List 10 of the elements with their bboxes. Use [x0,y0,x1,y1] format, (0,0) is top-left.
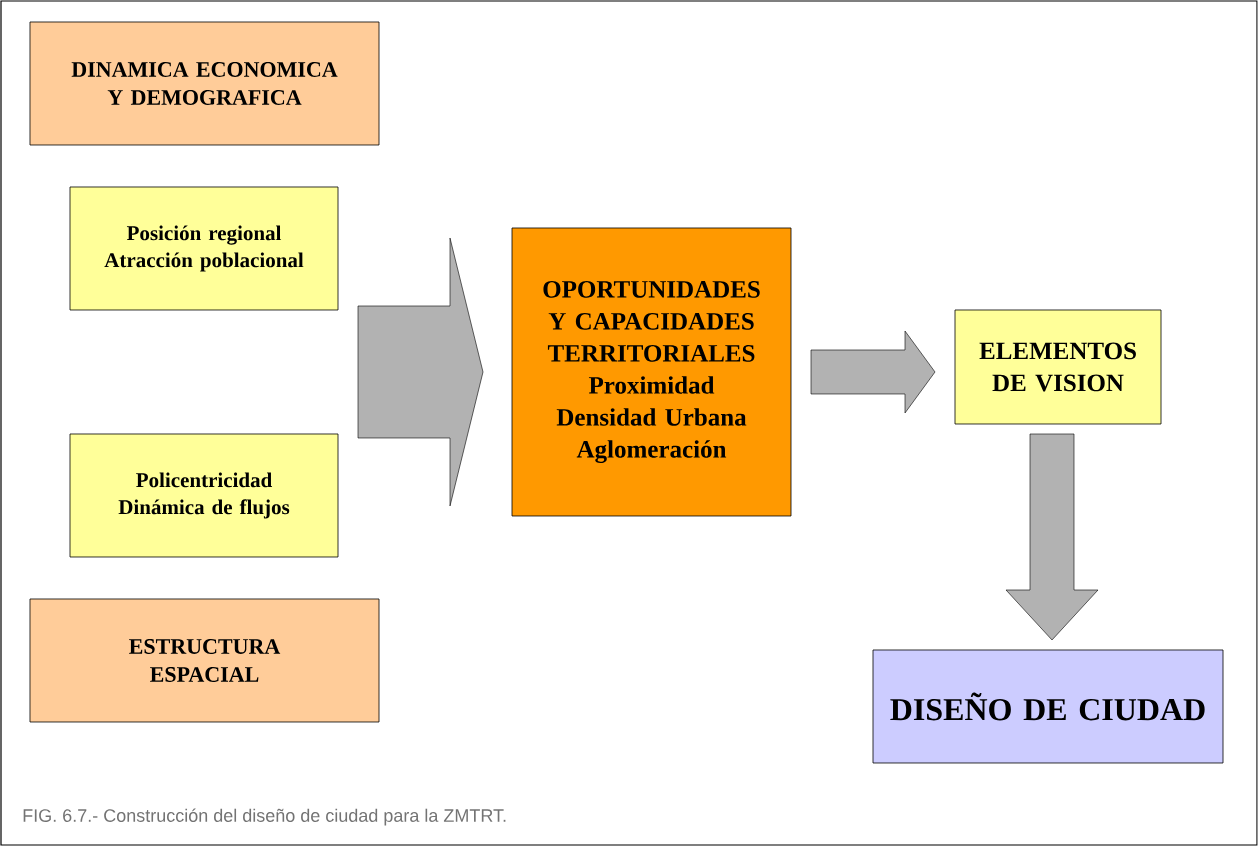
box: ESTRUCTURA ESPACIAL [29,598,380,723]
box: ELEMENTOS DE VISION [954,309,1162,425]
block-arrow [1005,433,1099,641]
caption: FIG. 6.7.- Construcción del diseño de ciudad para la ZMTRT. [23,808,506,826]
box: DISEÑO DE CIUDAD [872,649,1224,764]
box: Policentricidad Dinámica de flujos [69,433,339,558]
box: DINAMICA ECONOMICA Y DEMOGRAFICA [29,21,380,146]
box: OPORTUNIDADES Y CAPACIDADES TERRITORIALES Proximidad Densidad Urbana Aglomeración [511,227,792,517]
block-arrow [810,330,936,414]
box: Posición regional Atracción poblacional [69,186,339,311]
